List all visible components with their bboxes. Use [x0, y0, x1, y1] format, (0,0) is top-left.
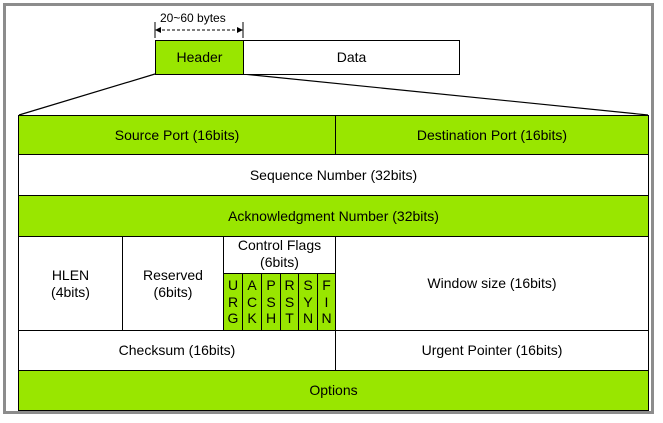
options-field: Options	[18, 370, 649, 411]
expansion-line-right	[242, 73, 649, 116]
hlen-label: HLEN (4bits)	[51, 266, 90, 300]
hlen-field: HLEN (4bits)	[18, 236, 123, 331]
dimension-arrow-head-left	[155, 27, 161, 33]
reserved-label: Reserved (6bits)	[143, 266, 203, 300]
window-size-field: Window size (16bits)	[335, 236, 649, 331]
control-flags-label: Control Flags (6bits)	[237, 237, 322, 270]
source-port-field: Source Port (16bits)	[18, 115, 336, 155]
segment-data: Data	[243, 40, 460, 75]
expansion-line-left	[18, 73, 156, 116]
sequence-number-field: Sequence Number (32bits)	[18, 154, 649, 196]
acknowledgment-number-field: Acknowledgment Number (32bits)	[18, 195, 649, 237]
reserved-field: Reserved (6bits)	[122, 236, 224, 331]
segment-header: Header	[155, 40, 244, 75]
urgent-pointer-field: Urgent Pointer (16bits)	[335, 330, 649, 371]
dimension-arrow-head-right	[237, 27, 243, 33]
checksum-field: Checksum (16bits)	[18, 330, 336, 371]
destination-port-field: Destination Port (16bits)	[335, 115, 649, 155]
header-size-label: 20~60 bytes	[160, 11, 226, 25]
